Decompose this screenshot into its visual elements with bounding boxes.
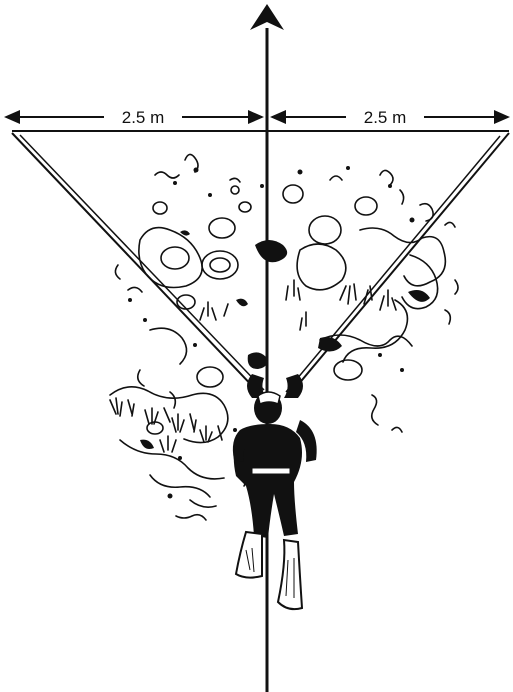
dimension-left: 2.5 m (4, 108, 264, 127)
transect-direction-arrow (250, 4, 284, 30)
right-fin (278, 540, 302, 609)
sight-line-left (12, 133, 264, 392)
coral-cluster-left (110, 398, 222, 452)
coral-cluster-right (200, 280, 396, 330)
left-dimension-label: 2.5 m (122, 108, 165, 127)
right-dimension-label: 2.5 m (364, 108, 407, 127)
diver-figure (233, 374, 317, 609)
sight-line-right (286, 133, 509, 392)
transect-center-line (250, 4, 284, 692)
left-fin (236, 532, 262, 578)
dimension-right: 2.5 m (270, 108, 510, 127)
